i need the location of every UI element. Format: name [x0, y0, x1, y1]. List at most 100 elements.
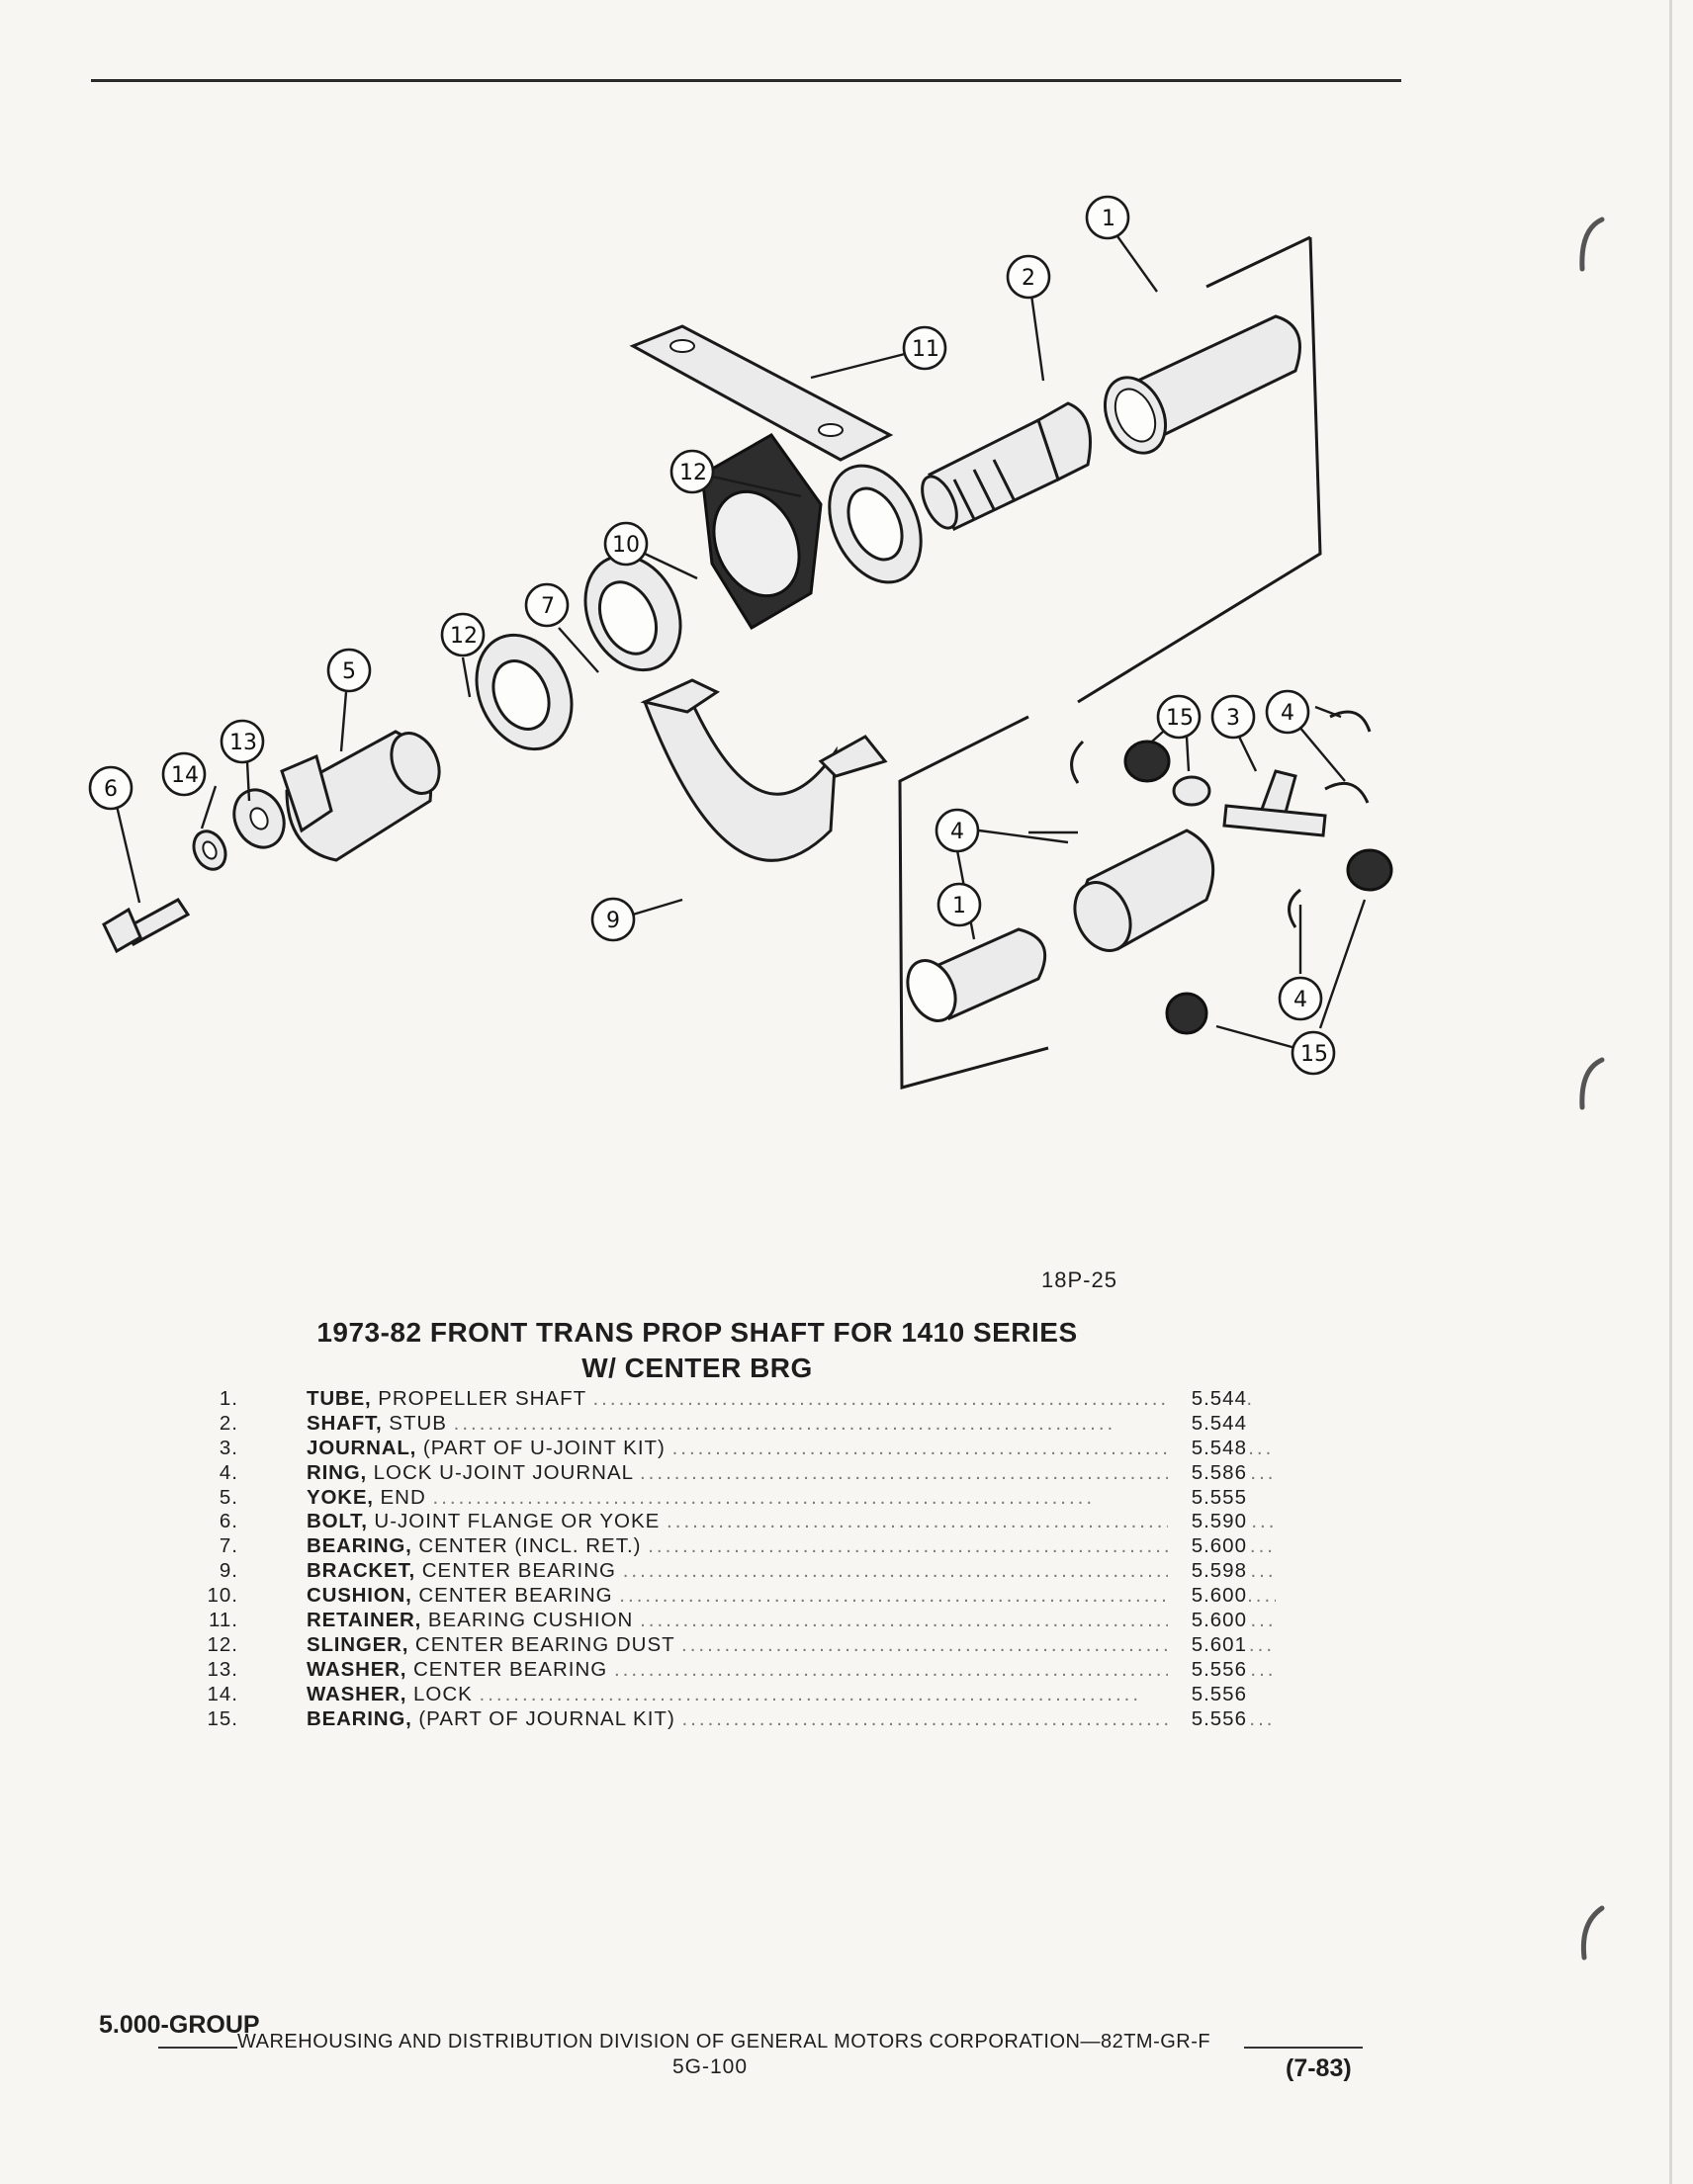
parts-row: 9.BRACKET, CENTER BEARING ..............… [184, 1559, 1276, 1584]
part-name: SHAFT, [307, 1411, 383, 1435]
part-name: WASHER, [307, 1682, 407, 1705]
group-number: 5.600 [1168, 1609, 1247, 1633]
washer-center-part [232, 788, 286, 849]
parts-row: 12. SLINGER, CENTER BEARING DUST ........… [184, 1632, 1276, 1658]
yoke-lower-part [1073, 829, 1215, 952]
parts-row: 15.BEARING, (PART OF JOURNAL KIT) ......… [184, 1706, 1276, 1732]
callout-4-bottom: 4 [1278, 976, 1323, 1021]
leader-dots: ........................................… [681, 1706, 1276, 1730]
panel-outline [898, 715, 1049, 1090]
svg-text:7: 7 [541, 594, 555, 619]
part-number: 3. [219, 1436, 238, 1459]
parts-row: 2. SHAFT, STUB ..........................… [184, 1411, 1252, 1437]
footer-rule-left [158, 2047, 237, 2049]
part-description: CENTER BEARING DUST [414, 1632, 675, 1656]
callout-11: 11 [902, 325, 947, 371]
svg-text:4: 4 [1281, 701, 1294, 726]
group-number: 5.600 [1168, 1584, 1247, 1609]
stub-shaft-part [921, 401, 1092, 532]
svg-text:12: 12 [450, 624, 478, 649]
retainer-part [629, 324, 894, 462]
callout-15-bottom: 15 [1291, 1030, 1336, 1076]
callout-2: 2 [1006, 254, 1051, 300]
binder-mark [1579, 1057, 1605, 1110]
part-number: 15. [207, 1706, 238, 1730]
svg-text:4: 4 [950, 820, 964, 844]
group-number: 5.544 [1168, 1387, 1247, 1411]
svg-text:11: 11 [912, 337, 939, 362]
part-description: PROPELLER SHAFT [378, 1387, 586, 1410]
parts-row: 4.RING, LOCK U-JOINT JOURNAL ...........… [184, 1460, 1276, 1486]
leader-dots: ........................................… [613, 1657, 1276, 1681]
part-number: 1. [219, 1387, 238, 1410]
svg-text:12: 12 [679, 461, 707, 485]
part-name: CUSHION, [307, 1584, 412, 1608]
svg-text:4: 4 [1293, 988, 1307, 1012]
callout-9: 9 [590, 897, 636, 942]
panel-outline [1077, 235, 1322, 704]
footer-division: WAREHOUSING AND DISTRIBUTION DIVISION OF… [237, 2031, 1211, 2053]
callout-12-upper: 12 [669, 449, 715, 494]
washer-lock-part [192, 830, 227, 871]
leader-dots: ........................................… [619, 1584, 1276, 1608]
part-number: 14. [207, 1682, 238, 1705]
diagram-svg: 1 2 11 12 10 7 12 5 13 14 6 9 15 3 4 4 1… [88, 195, 1393, 1090]
group-number: 5.548 [1168, 1436, 1247, 1460]
leader-dots: ........................................… [479, 1682, 1142, 1705]
group-number: 5.544 [1168, 1411, 1247, 1436]
svg-text:5: 5 [342, 659, 356, 684]
part-number: 11. [209, 1609, 238, 1632]
slinger-part-upper [828, 464, 923, 584]
parts-row: 5.YOKE, END ............................… [184, 1485, 1252, 1511]
cushion-part [700, 433, 823, 631]
group-number: 5.586 [1168, 1460, 1247, 1485]
slinger-part-lower [475, 633, 574, 751]
svg-text:15: 15 [1300, 1042, 1328, 1067]
part-description: LOCK U-JOINT JOURNAL [373, 1460, 634, 1484]
center-bearing-part [583, 554, 682, 672]
part-number: 10. [207, 1584, 238, 1608]
parts-row: 13.WASHER, CENTER BEARING ..............… [184, 1657, 1274, 1683]
exploded-diagram: 1 2 11 12 10 7 12 5 13 14 6 9 15 3 4 4 1… [40, 178, 1424, 1127]
part-name: RETAINER, [307, 1609, 422, 1632]
yoke-end-part [280, 730, 441, 862]
callout-4-left: 4 [935, 808, 980, 853]
part-description: BEARING CUSHION [427, 1609, 634, 1632]
leader-dots: ........................................… [648, 1534, 1276, 1558]
part-number: 4. [219, 1460, 238, 1484]
part-number: 6. [219, 1510, 238, 1533]
part-name: BOLT, [307, 1510, 368, 1533]
page-title: 1973-82 FRONT TRANS PROP SHAFT FOR 1410 … [198, 1315, 1197, 1386]
svg-text:1: 1 [952, 894, 966, 918]
bolt-part [102, 898, 191, 954]
part-name: YOKE, [307, 1485, 374, 1509]
callout-1-top: 1 [1085, 195, 1130, 240]
binder-mark [1580, 1905, 1605, 1961]
part-name: SLINGER, [307, 1632, 409, 1656]
callout-10: 10 [603, 521, 649, 567]
part-number: 2. [219, 1411, 238, 1435]
part-number: 12. [207, 1632, 238, 1656]
leader-dots: ........................................… [592, 1387, 1256, 1410]
part-description: U-JOINT FLANGE OR YOKE [374, 1510, 661, 1533]
callout-3: 3 [1210, 694, 1256, 740]
group-number: 5.598 [1168, 1559, 1247, 1584]
callout-4-top: 4 [1265, 689, 1310, 735]
figure-code: 18P-25 [1041, 1267, 1117, 1292]
svg-text:1: 1 [1102, 207, 1115, 231]
parts-row: 14. WASHER, LOCK ........................… [184, 1682, 1252, 1707]
binder-mark [1579, 217, 1605, 272]
leader-dots: ........................................… [639, 1460, 1276, 1484]
svg-text:6: 6 [104, 777, 118, 802]
leader-dots: ........................................… [681, 1632, 1276, 1656]
part-description: STUB [389, 1411, 447, 1435]
part-name: WASHER, [307, 1657, 407, 1681]
bracket-part [640, 678, 888, 862]
part-description: LOCK [412, 1682, 473, 1705]
svg-text:9: 9 [606, 909, 620, 933]
parts-list: 1.TUBE, PROPELLER SHAFT ................… [184, 1387, 1276, 1732]
group-number: 5.590 [1168, 1510, 1247, 1534]
group-number: 5.601 [1168, 1632, 1247, 1657]
leader-dots: ........................................… [453, 1411, 1116, 1435]
